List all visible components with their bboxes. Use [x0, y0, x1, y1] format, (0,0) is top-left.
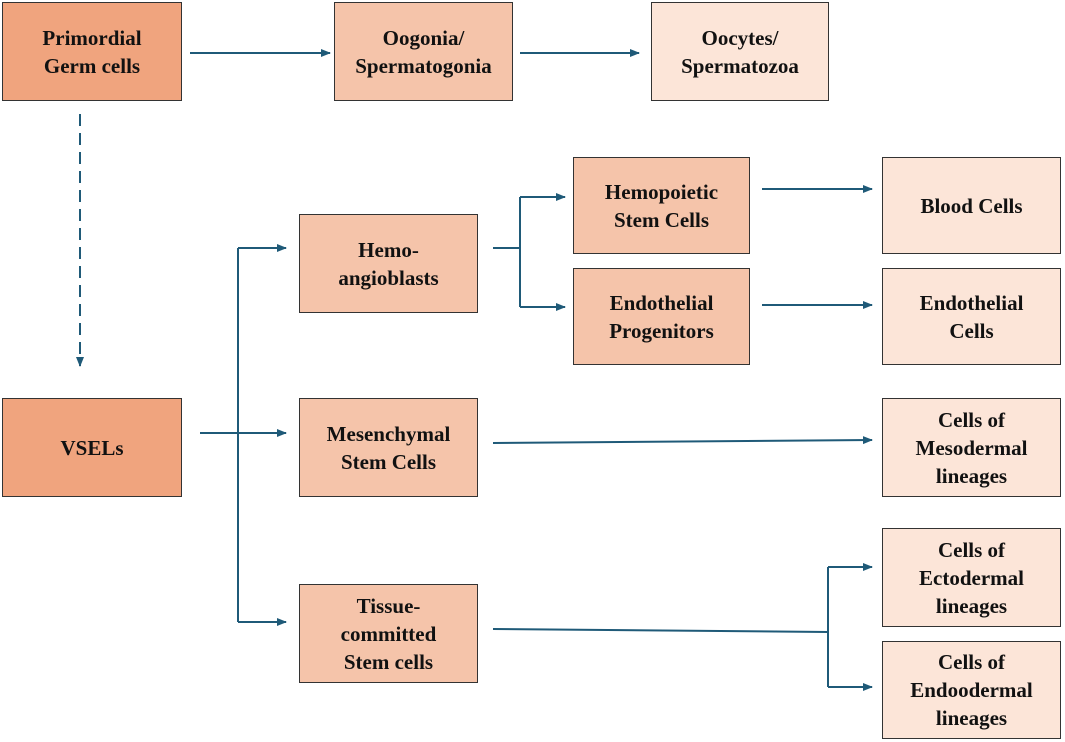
node-cells-of-mesodermal-lineages: Cells of Mesodermal lineages — [882, 398, 1061, 497]
node-label: Endothelial Progenitors — [609, 290, 714, 343]
node-label: Hemopoietic Stem Cells — [604, 179, 719, 232]
node-blood-cells: Blood Cells — [882, 157, 1061, 254]
node-label: Oogonia/ Spermatogonia — [355, 25, 492, 78]
bracket-hemo — [493, 197, 521, 307]
node-mesenchymal-stem-cells: Mesenchymal Stem Cells — [299, 398, 478, 497]
node-hemo-angioblasts: Hemo- angioblasts — [299, 214, 478, 313]
node-label: Primordial Germ cells — [42, 25, 142, 78]
node-vsels: VSELs — [2, 398, 182, 497]
node-label: Mesenchymal Stem Cells — [326, 421, 451, 474]
node-label: Cells of Endoodermal lineages — [910, 650, 1033, 730]
node-endothelial-progenitors: Endothelial Progenitors — [573, 268, 750, 365]
node-label: Cells of Mesodermal lineages — [915, 407, 1028, 488]
node-label: Blood Cells — [920, 193, 1023, 218]
node-tissue-committed-stem-cells: Tissue- committed Stem cells — [299, 584, 478, 683]
node-label: Hemo- angioblasts — [338, 237, 439, 290]
node-label: Endothelial Cells — [919, 290, 1024, 343]
node-endothelial-cells: Endothelial Cells — [882, 268, 1061, 365]
node-label: Cells of Ectodermal lineages — [919, 537, 1024, 618]
bracket-tissue — [492, 567, 829, 687]
node-cells-of-ectodermal-lineages: Cells of Ectodermal lineages — [882, 528, 1061, 627]
node-primordial-germ-cells: Primordial Germ cells — [2, 2, 182, 101]
node-oocytes-spermatozoa: Oocytes/ Spermatozoa — [651, 2, 829, 101]
node-hemopoietic-stem-cells: Hemopoietic Stem Cells — [573, 157, 750, 254]
node-label: VSELs — [60, 435, 124, 460]
node-label: Oocytes/ Spermatozoa — [681, 25, 799, 78]
node-oogonia-spermatogonia: Oogonia/ Spermatogonia — [334, 2, 513, 101]
edge-mesenchymal-mesodermal — [492, 436, 873, 445]
node-cells-of-endodermal-lineages: Cells of Endoodermal lineages — [882, 641, 1061, 739]
node-label: Tissue- committed Stem cells — [340, 593, 437, 674]
